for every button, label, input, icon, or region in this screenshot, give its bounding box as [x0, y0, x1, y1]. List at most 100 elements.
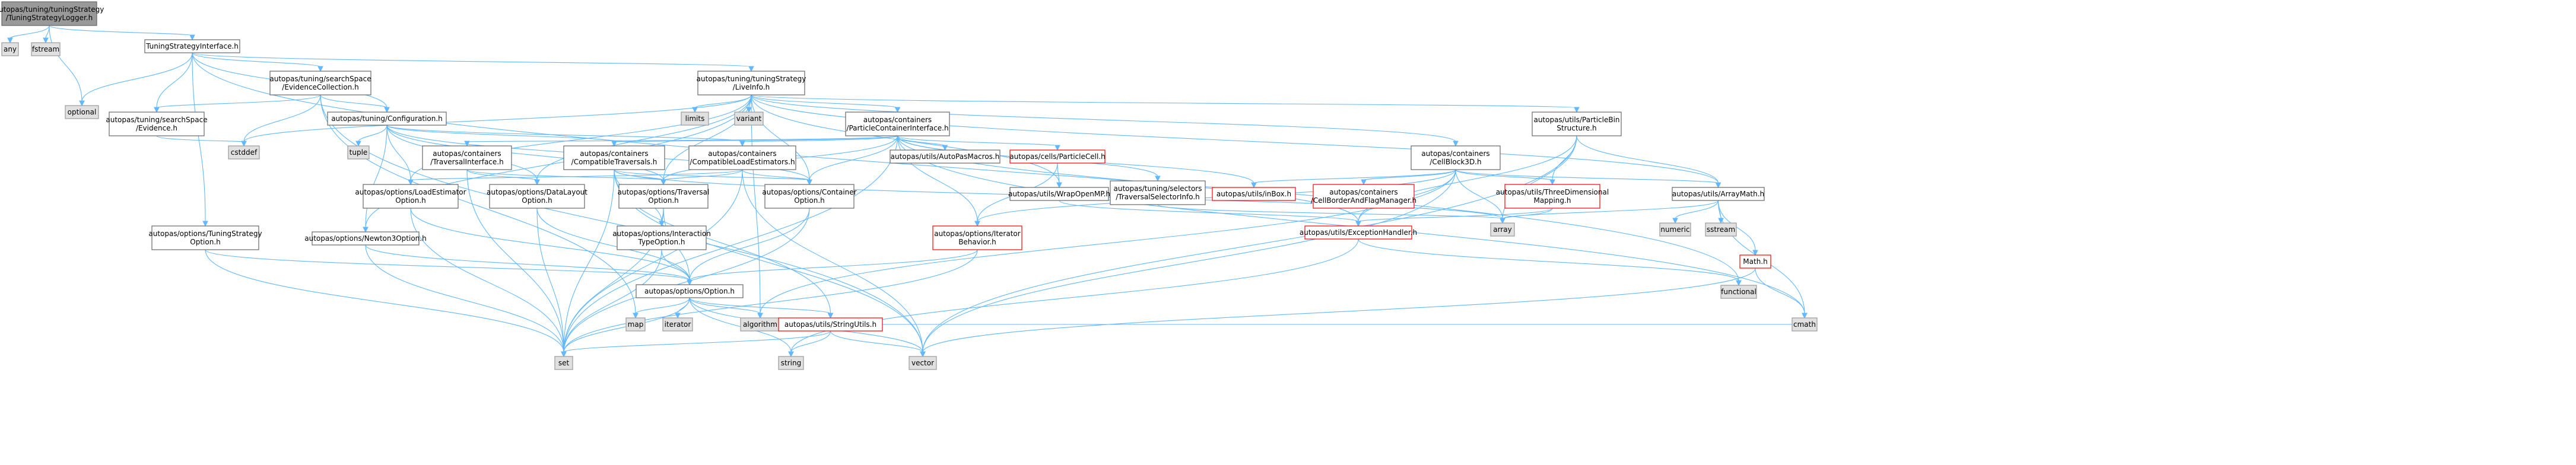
file-node-config[interactable]: autopas/tuning/Configuration.h — [327, 112, 447, 126]
file-node-label: autopas/containers — [863, 116, 932, 124]
file-node-label: autopas/options/TuningStrategy — [148, 230, 262, 238]
file-node-label: /CellBorderAndFlagManager.h — [1311, 196, 1416, 205]
file-node-newton3[interactable]: autopas/options/Newton3Option.h — [304, 231, 427, 246]
file-node-iterator: iterator — [662, 317, 693, 332]
file-node-option[interactable]: autopas/options/Option.h — [636, 284, 744, 298]
include-edge — [79, 52, 193, 107]
file-node-label: TypeOption.h — [637, 238, 685, 246]
include-edge — [1355, 208, 1553, 227]
file-node-label: autopas/options/Newton3Option.h — [304, 234, 426, 243]
file-node-arraymath[interactable]: autopas/utils/ArrayMath.h — [1672, 187, 1765, 201]
file-node-label: TuningStrategyInterface.h — [145, 42, 239, 50]
include-edge — [49, 25, 195, 41]
file-node-label: numeric — [1660, 225, 1689, 234]
file-node-label: autopas/options/LoadEstimator — [355, 188, 466, 196]
file-node-limits: limits — [681, 112, 709, 126]
file-node-wrapopenmp[interactable]: autopas/utils/WrapOpenMP.h — [1008, 187, 1110, 201]
include-edge — [1717, 200, 1758, 256]
file-node-cellblock[interactable]: autopas/containers/CellBlock3D.h — [1411, 145, 1501, 170]
include-edge — [410, 208, 567, 358]
include-edge — [687, 249, 978, 286]
file-node-label: variant — [736, 114, 762, 123]
dependency-nodes: autopas/tuning/tuningStrategy/TuningStra… — [0, 1, 1818, 370]
file-node-logger: autopas/tuning/tuningStrategy/TuningStra… — [0, 1, 104, 26]
file-node-label: /CellBlock3D.h — [1430, 158, 1481, 166]
include-edge — [830, 330, 926, 358]
include-edge — [408, 94, 752, 186]
file-node-label: /TuningStrategyLogger.h — [6, 14, 93, 22]
include-edge — [466, 169, 540, 186]
file-node-label: Option.h — [395, 196, 425, 205]
include-edge — [742, 169, 812, 186]
file-node-label: /CompatibleTraversals.h — [571, 158, 658, 166]
include-edge — [386, 125, 414, 186]
file-node-autopasmacros[interactable]: autopas/utils/AutoPasMacros.h — [890, 149, 1000, 164]
file-node-inbox[interactable]: autopas/utils/inBox.h — [1212, 187, 1296, 201]
file-node-label: cstddef — [231, 148, 258, 157]
file-node-string: string — [778, 356, 804, 370]
file-node-numeric: numeric — [1659, 222, 1691, 237]
file-node-sstream: sstream — [1705, 222, 1737, 237]
file-node-label: autopas/containers — [1329, 188, 1397, 196]
file-node-tinterface[interactable]: autopas/containers/TraversalInterface.h — [422, 145, 512, 170]
file-node-cellborder[interactable]: autopas/containers/CellBorderAndFlagMana… — [1311, 184, 1416, 209]
file-node-tuple: tuple — [347, 145, 370, 160]
include-edge — [1576, 135, 1721, 189]
file-node-label: autopas/utils/StringUtils.h — [784, 320, 876, 329]
include-edge — [1755, 267, 1808, 319]
file-node-cstddef: cstddef — [228, 145, 260, 160]
file-node-label: autopas/cells/ParticleCell.h — [1009, 152, 1105, 161]
file-node-evidence[interactable]: autopas/tuning/searchSpace/Evidence.h — [106, 112, 208, 136]
file-node-label: Option.h — [190, 238, 220, 246]
file-node-label: autopas/tuning/tuningStrategy — [697, 75, 806, 83]
file-node-exception[interactable]: autopas/utils/ExceptionHandler.h — [1300, 225, 1417, 240]
include-edge — [408, 169, 743, 186]
include-edge — [7, 25, 50, 44]
include-edge — [561, 249, 978, 358]
file-node-particlecell[interactable]: autopas/cells/ParticleCell.h — [1009, 149, 1106, 164]
include-edge — [611, 135, 898, 147]
file-node-map: map — [625, 317, 646, 332]
file-node-label: autopas/utils/ThreeDimensional — [1496, 188, 1609, 196]
file-node-label: autopas/options/Option.h — [644, 287, 735, 295]
file-node-stringutils[interactable]: autopas/utils/StringUtils.h — [778, 317, 883, 332]
include-edge — [205, 249, 567, 358]
file-node-mathh[interactable]: Math.h — [1739, 254, 1771, 269]
file-node-label: Option.h — [648, 196, 678, 205]
file-node-label: autopas/options/Traversal — [618, 188, 710, 196]
file-node-label: autopas/utils/WrapOpenMP.h — [1008, 190, 1110, 198]
include-edge — [363, 125, 387, 233]
file-node-label: functional — [1721, 288, 1756, 296]
file-node-pci[interactable]: autopas/containers/ParticleContainerInte… — [845, 112, 950, 136]
file-node-tsi[interactable]: TuningStrategyInterface.h — [144, 39, 240, 53]
file-node-vector: vector — [909, 356, 937, 370]
file-node-label: autopas/utils/ArrayMath.h — [1672, 190, 1764, 198]
include-edge — [320, 94, 390, 113]
file-node-label: autopas/tuning/Configuration.h — [331, 114, 443, 123]
file-node-liveinfo[interactable]: autopas/tuning/tuningStrategy/LiveInfo.h — [697, 71, 806, 95]
file-node-compattrav[interactable]: autopas/containers/CompatibleTraversals.… — [563, 145, 665, 170]
file-node-label: Behavior.h — [958, 238, 996, 246]
file-node-label: any — [4, 45, 17, 53]
file-node-label: /TraversalSelectorInfo.h — [1116, 193, 1199, 201]
file-node-label: autopas/containers — [1421, 149, 1489, 158]
file-node-label: limits — [685, 114, 705, 123]
file-node-compatload[interactable]: autopas/containers/CompatibleLoadEstimat… — [688, 145, 796, 170]
file-node-label: iterator — [665, 320, 691, 329]
file-node-label: autopas/tuning/tuningStrategy — [0, 5, 104, 14]
file-node-evcoll[interactable]: autopas/tuning/searchSpace/EvidenceColle… — [269, 71, 371, 95]
include-edge — [205, 249, 693, 286]
include-edge — [49, 25, 85, 107]
file-node-label: autopas/utils/inBox.h — [1216, 190, 1291, 198]
file-node-tsinfo[interactable]: autopas/tuning/selectors/TraversalSelect… — [1110, 180, 1206, 205]
file-node-label: optional — [68, 108, 97, 116]
